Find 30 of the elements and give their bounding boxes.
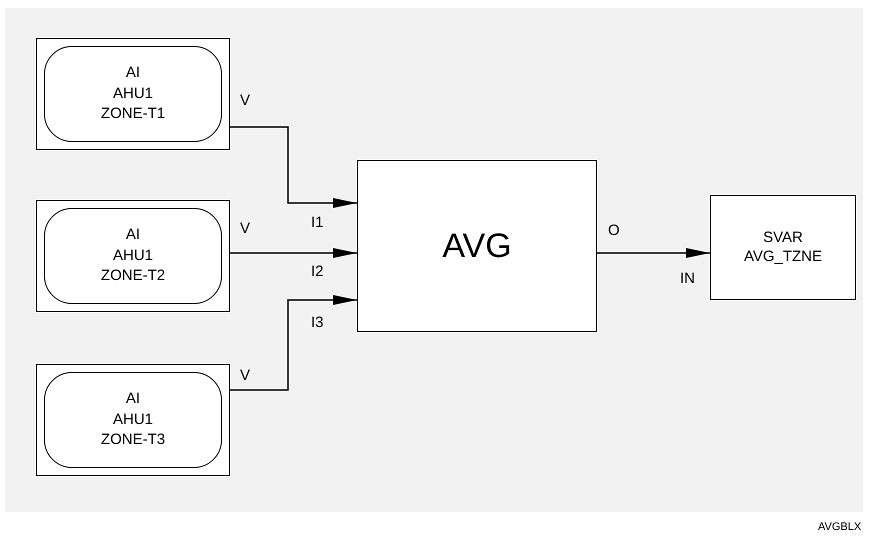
node-text: ZONE-T2 (100, 267, 166, 286)
function-block (357, 160, 597, 332)
node-text: AI (126, 64, 140, 83)
input-block (36, 200, 230, 312)
port-label: I3 (311, 314, 324, 331)
port-label: IN (680, 270, 695, 287)
port-label: I1 (311, 214, 324, 231)
node-text: AVG (442, 226, 512, 267)
input-block (36, 364, 230, 476)
input-block (36, 38, 230, 150)
node-text: AI (126, 390, 140, 409)
node-text: ZONE-T3 (100, 431, 166, 450)
port-label: O (608, 222, 620, 239)
node-text: AVG_TZNE (744, 248, 822, 266)
node-text: AHU1 (112, 246, 153, 266)
port-label: V (240, 367, 250, 384)
arrow (230, 126, 357, 208)
port-label: V (240, 92, 250, 109)
node-text: AHU1 (112, 84, 153, 104)
arrow (597, 248, 710, 258)
node-text: AHU1 (112, 410, 153, 430)
arrow (230, 248, 357, 258)
arrow (230, 295, 357, 391)
node-text: ZONE-T1 (100, 105, 166, 124)
port-label: I2 (311, 263, 324, 280)
output-block (710, 195, 856, 300)
node-text: AI (126, 226, 140, 245)
node-text: SVAR (763, 228, 803, 248)
diagram-id: AVGBLX (818, 521, 862, 533)
port-label: V (240, 220, 250, 237)
